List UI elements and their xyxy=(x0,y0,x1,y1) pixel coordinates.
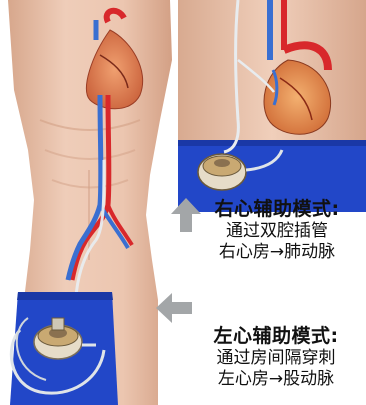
caption-right-assist: 右心辅助模式: 通过双腔插管 右心房→肺动脉 xyxy=(188,198,366,263)
caption-left-assist: 左心辅助模式: 通过房间隔穿刺 左心房→股动脉 xyxy=(186,325,366,390)
caption-title: 左心辅助模式: xyxy=(186,325,366,348)
torso-figure xyxy=(0,0,178,405)
caption-title: 右心辅助模式: xyxy=(188,198,366,221)
illustration-right-assist xyxy=(178,0,366,212)
arrow-left-icon xyxy=(156,293,192,323)
illustration-left-assist xyxy=(0,0,178,405)
caption-line: 右心房→肺动脉 xyxy=(188,242,366,263)
caption-line: 通过房间隔穿刺 xyxy=(186,348,366,369)
chest-figure xyxy=(178,0,366,212)
caption-line: 通过双腔插管 xyxy=(188,221,366,242)
caption-line: 左心房→股动脉 xyxy=(186,369,366,390)
